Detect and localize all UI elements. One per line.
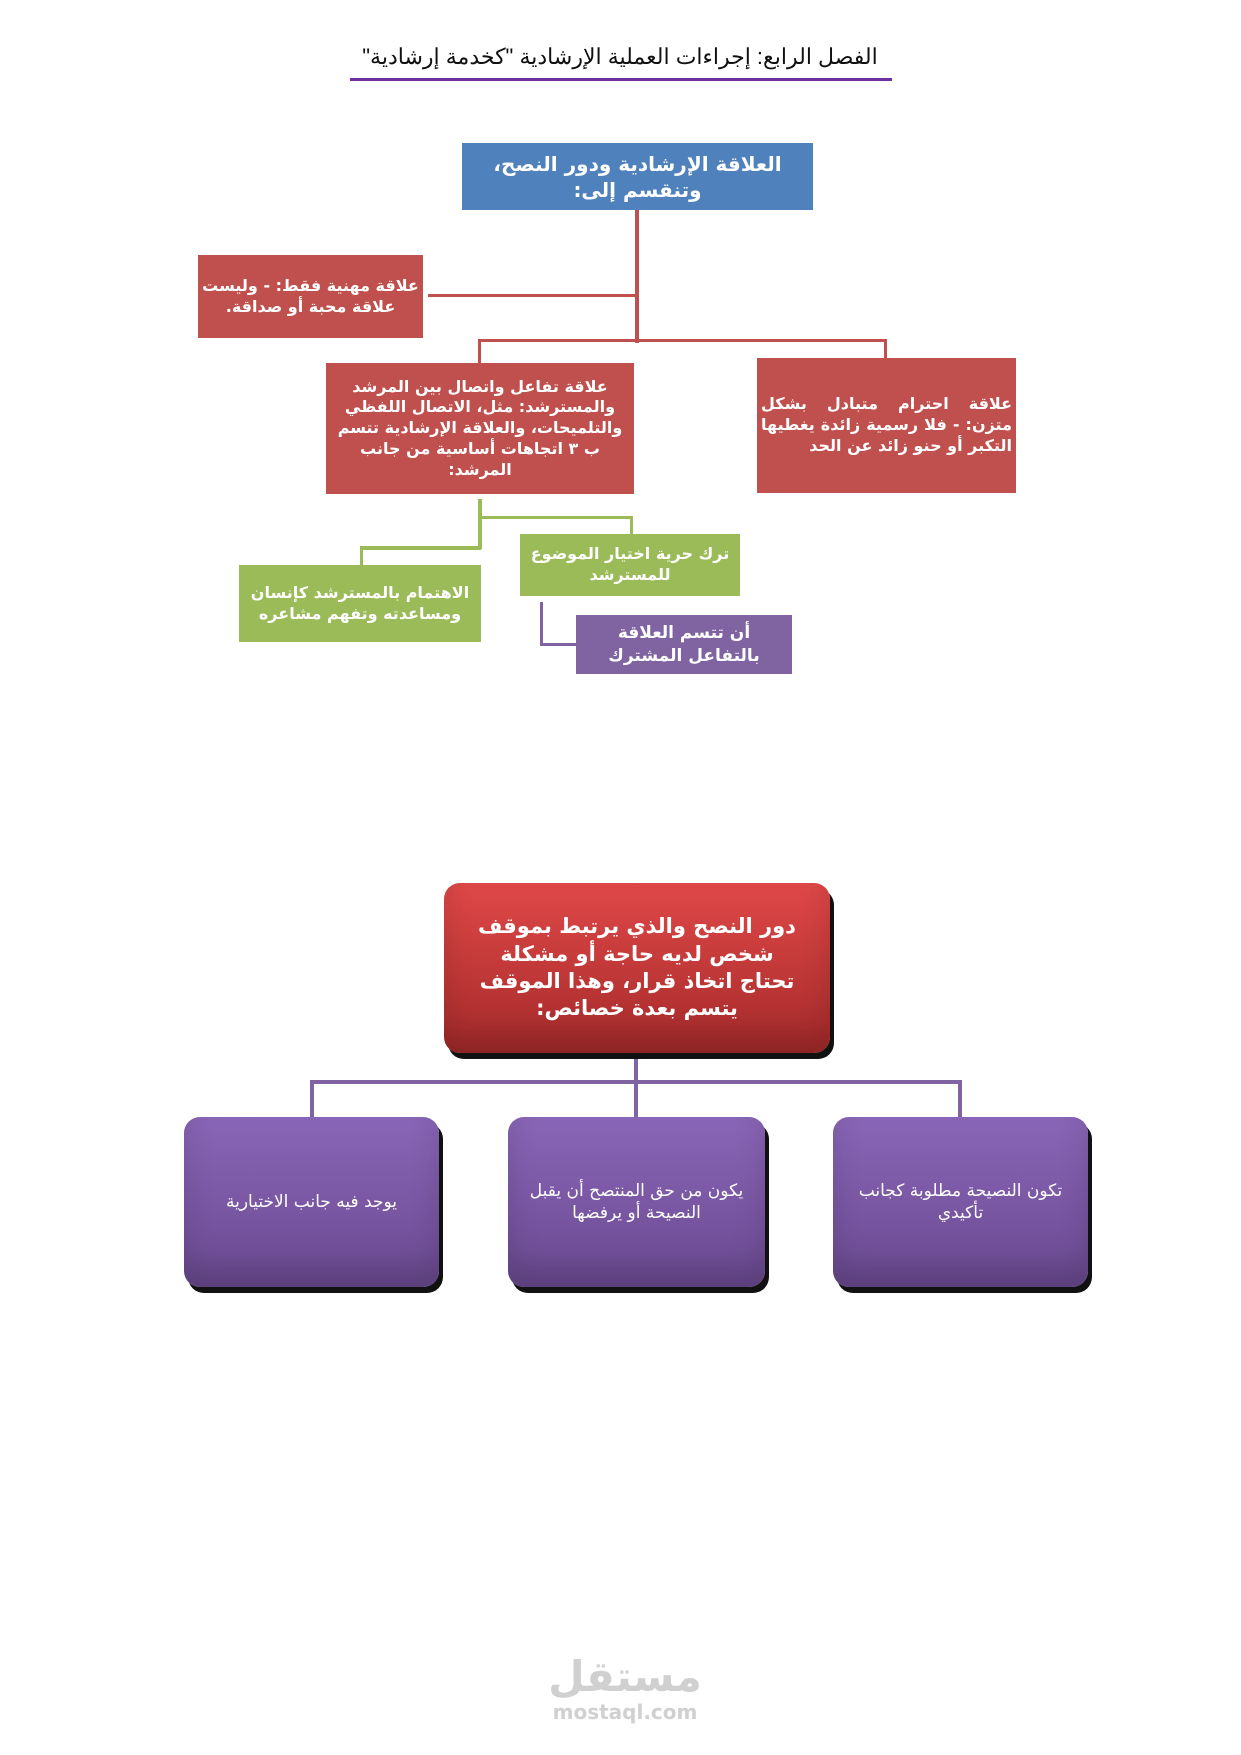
connector-green-left-drop [360, 546, 363, 565]
connector-middle-drop [478, 339, 481, 363]
watermark-logo: مستقل [548, 1652, 702, 1701]
node-care: الاهتمام بالمسترشد كإنسان ومساعدته وتفهم… [239, 565, 481, 642]
connector2-left-drop [310, 1080, 314, 1117]
root-node: العلاقة الإرشادية ودور النصح، وتنقسم إلى… [462, 143, 813, 210]
watermark-url: mostaql.com [552, 1700, 698, 1724]
connector-green-right-drop [630, 516, 633, 534]
node-respect: علاقة احترام متبادل بشكل متزن: - فلا رسم… [757, 358, 1016, 493]
node-professional: علاقة مهنية فقط: - وليست علاقة محبة أو ص… [198, 255, 423, 338]
connector-bar [478, 339, 887, 342]
node-freedom: ترك حرية اختيار الموضوع للمسترشد [520, 534, 740, 596]
connector-green-right [478, 516, 633, 519]
node-optional: يوجد فيه جانب الاختيارية [184, 1117, 439, 1287]
node-accept-or-reject: يكون من حق المنتصح أن يقبل النصيحة أو ير… [508, 1117, 765, 1287]
connector-trunk [635, 210, 639, 343]
connector-left [428, 294, 637, 297]
node-mutual: أن تتسم العلاقة بالتفاعل المشترك [576, 615, 792, 674]
advice-root-node: دور النصح والذي يرتبط بموقف شخص لديه حاج… [444, 883, 830, 1053]
connector-purple [540, 643, 576, 646]
connector2-trunk [634, 1057, 638, 1117]
node-interaction: علاقة تفاعل واتصال بين المرشد والمسترشد:… [326, 363, 634, 494]
connector2-right-drop [958, 1080, 962, 1117]
connector-purple-drop [540, 602, 543, 646]
title-underline [350, 78, 892, 81]
node-requested-advice: تكون النصيحة مطلوبة كجانب تأكيدي [833, 1117, 1088, 1287]
connector2-bar [310, 1080, 962, 1084]
connector-green-left [360, 546, 481, 550]
connector-right-drop [884, 339, 887, 359]
connector-green-trunk [478, 499, 482, 549]
page-title: الفصل الرابع: إجراءات العملية الإرشادية … [362, 44, 878, 69]
